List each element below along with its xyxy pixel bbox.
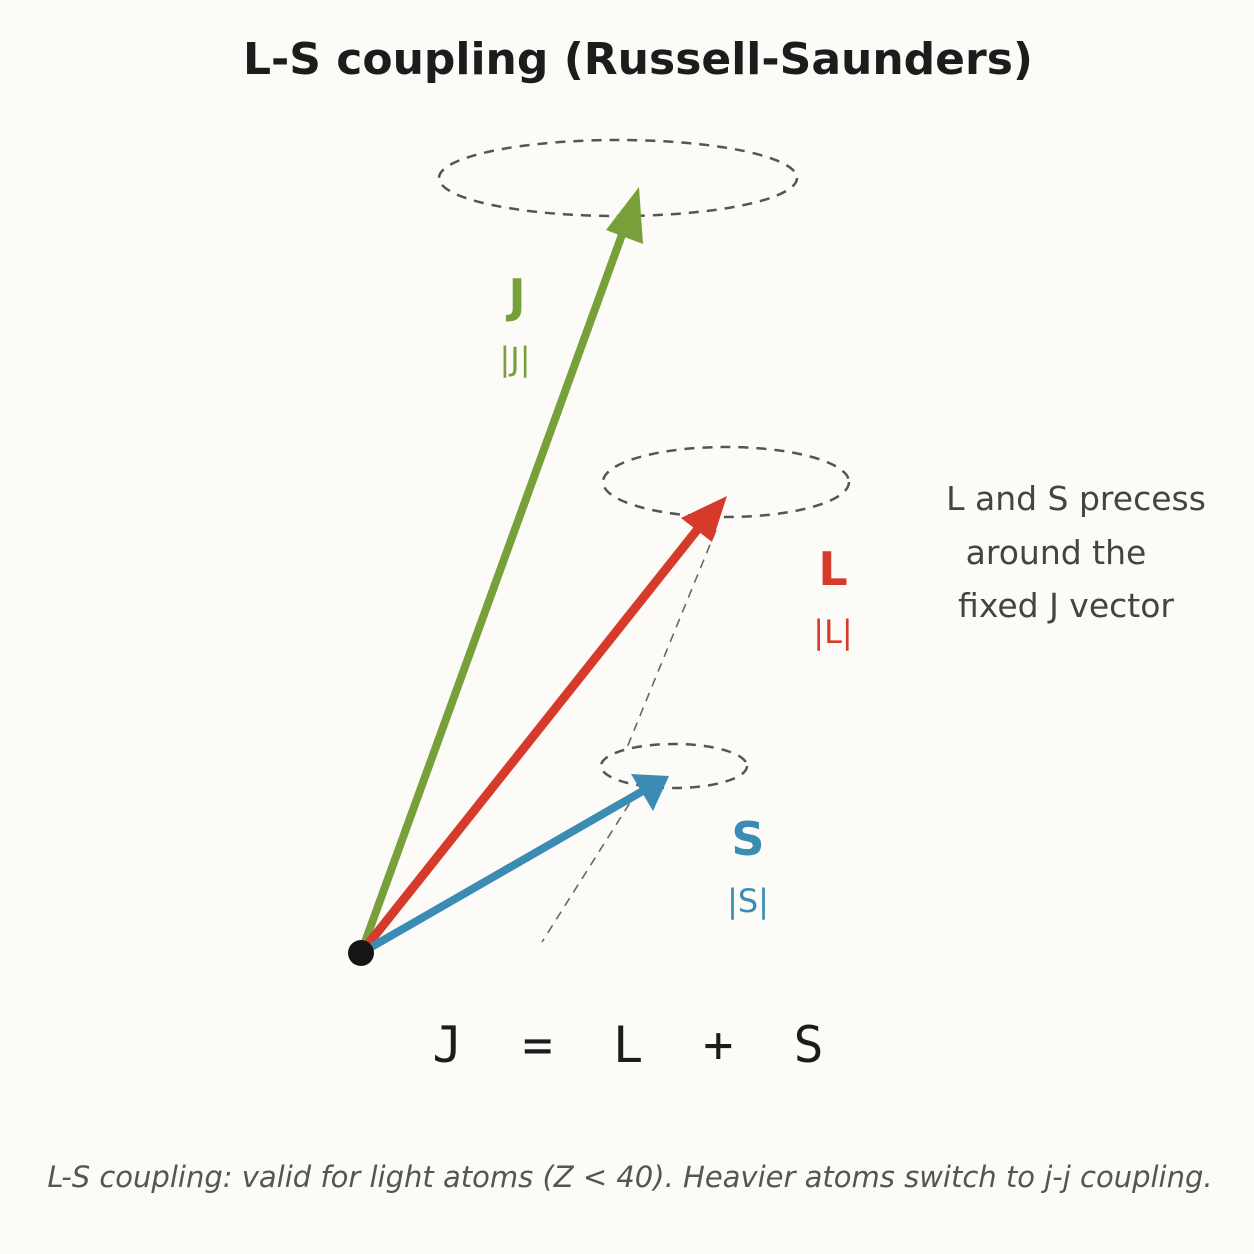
precession-note-line-3: fixed J vector [958, 586, 1174, 625]
l-vector-label: L [818, 542, 847, 596]
j-magnitude-label: |J| [500, 340, 531, 378]
s-vector-label: S [731, 812, 764, 866]
s-tip-guide-line [541, 789, 639, 943]
caption: L-S coupling: valid for light atoms (Z <… [47, 1160, 1212, 1194]
precession-note-line-1: L and S precess [946, 479, 1206, 518]
j-vector-label: J [505, 269, 525, 323]
diagram-title: L-S coupling (Russell-Saunders) [243, 34, 1033, 85]
precession-note-line-2: around the [966, 533, 1147, 572]
coupling-equation: J = L + S [432, 1016, 823, 1074]
s-magnitude-label: |S| [727, 882, 769, 920]
l-to-s-guide-line [625, 529, 717, 751]
s-vector-arrowhead [631, 774, 669, 811]
l-vector-arrowhead [681, 496, 727, 542]
l-precession-orbit [601, 445, 851, 519]
j-precession-orbit [437, 138, 799, 218]
s-vector-shaft [357, 788, 645, 957]
origin-point [348, 940, 374, 966]
l-magnitude-label: |L| [813, 613, 852, 651]
s-precession-orbit [599, 742, 749, 790]
j-vector-shaft [357, 228, 627, 957]
j-vector-arrowhead [606, 187, 643, 244]
l-vector-shaft [356, 525, 702, 958]
